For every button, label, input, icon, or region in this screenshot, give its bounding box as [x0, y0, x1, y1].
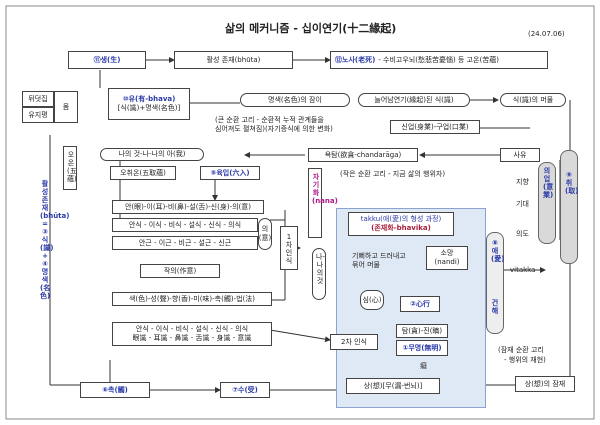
active-existence-node: 활성 존재(bhūta) [174, 51, 293, 69]
craving-label: ⑧애(愛) [491, 239, 505, 263]
sense-organs-row: 안(眼)-이(耳)-비(鼻)-설(舌)-신(身)-의(意) [112, 200, 264, 214]
feeling-node: ⑦수(受) [220, 382, 270, 398]
second-cognition-node: 2차 인식 [330, 334, 378, 350]
first-cognition-node: 1차 인식 [280, 226, 298, 270]
aging-death-node: ⑫노사(老死) - 수비고우뇌(愁悲苦憂惱) 등 고온(苦蘊) [330, 51, 548, 69]
becoming-sub: [식(識)+명색(名色)] [117, 104, 181, 112]
self-making-node: 자기화(nana) [308, 168, 338, 238]
mental-karma-bar: 의업(意業) [538, 162, 556, 244]
craving-formation-title: takku(애(愛)의 형성 과정) (존재화-bhavika) [348, 212, 454, 236]
five-clinging-aggregates-node: 오취온(五取蘊) [110, 166, 176, 180]
sense-faculties-row: 안근 - 이근 - 비근 - 설근 - 신근 [112, 236, 258, 250]
grasping-label: ⑨취(取) [565, 171, 579, 195]
self-other-node: 나의 것-나-나의 아(我) [100, 148, 204, 161]
self-making-label: 자기화(nana) [312, 173, 338, 205]
contact-node: ⑥촉(觸) [80, 382, 150, 398]
intention-label: 의도 [516, 230, 529, 238]
self-mine-label: 나-나의것 [316, 253, 325, 285]
dutjip-label: 뒤덧집 [22, 91, 54, 107]
grasping-bar: ⑨취(取) [560, 150, 578, 264]
consciousness-row-kr: 안식 - 이식 - 비식 - 설식 - 신식 - 의식 [135, 325, 249, 333]
takkul-sub: (존재화-bhavika) [371, 224, 431, 232]
five-aggregates-v-node: 오온(五蘊) [63, 146, 77, 190]
yujipyeong-label: 유지평 [22, 107, 54, 123]
thinking-node: 사유 [500, 148, 540, 162]
five-aggregates-v-label: 오온(五蘊) [67, 151, 77, 183]
aging-death-desc: - 수비고우뇌(愁悲苦憂惱) 등 고온(苦蘊) [378, 55, 499, 64]
delight-node: 소망 (nandi) [426, 246, 468, 270]
sense-consciousness-row: 안식 - 이식 - 비식 - 설식 - 신식 - 의식 [112, 218, 258, 232]
latent-cycle-note: (잠재 순환 고리 [498, 346, 544, 354]
becoming-label: ⑩유(有-bhava) [122, 95, 176, 103]
ignorance-note: 癡 [420, 362, 427, 370]
delight-sub: (nandi) [434, 258, 460, 266]
mind-side-node: 의(意) [258, 218, 272, 250]
six-senses-node: ⑤육입(六入) [200, 166, 260, 180]
self-mine-node: 나-나의것 [312, 248, 326, 300]
dependent-consciousness-node: 늘어남연기(緣起)된 식(識) [358, 93, 470, 107]
aging-death-label: ⑫노사(老死) [335, 55, 376, 64]
big-cycle-note: (큰 순환 고리 - 순환적 누적 관계들을 [215, 116, 324, 124]
greed-hatred-node: 탐(貪)-진(瞋) [396, 324, 448, 338]
big-cycle-note-2: 심어져도 펼쳐짐)(자기증식에 의한 변화) [215, 125, 333, 133]
heart-node: 심(心) [360, 290, 384, 310]
craving-desire-node: 욕탐(欲貪-chandarāga) [308, 148, 418, 162]
sense-objects-row: 색(色)-성(聲)-향(香)-미(味)-촉(觸)-법(法) [112, 292, 272, 306]
date-label: (24.07.06) [528, 30, 565, 38]
small-cycle-note: (작은 순환 고리 - 지금 삶의 행위자) [340, 170, 446, 178]
perception-node: 상(想)[무(漏-번뇌)] [346, 378, 440, 394]
consciousness-row-hanja: 眼識 - 耳識 - 鼻識 - 舌識 - 身識 - 意識 [132, 334, 252, 342]
body-speech-karma-node: 신업(身業)-구업(口業) [390, 120, 480, 134]
page-title: 삶의 메커니즘 - 십이연기(十二緣起) [225, 22, 397, 35]
attention-node: 작의(作意) [140, 264, 220, 278]
aim-label: 지향 [516, 178, 529, 186]
consciousness-abiding-node: 식(識)의 머물 [500, 93, 566, 107]
birth-node: ⑪생(生) [68, 51, 146, 69]
takkul-title: takku(애(愛)의 형성 과정) [360, 215, 442, 223]
perception-latent-node: 상(想)의 잠재 [515, 376, 575, 392]
first-cognition-label: 1차 인식 [285, 233, 293, 265]
shaping-label: 건해 [491, 299, 499, 315]
consciousness-row: 안식 - 이식 - 비식 - 설식 - 신식 - 의식 眼識 - 耳識 - 鼻識… [112, 322, 272, 346]
mental-karma-label: 의업(意業) [543, 167, 554, 199]
latent-cycle-note-2: - 행위의 재현) [504, 356, 546, 364]
delight-label: 소망 [440, 249, 454, 257]
body-node: 몸 [54, 91, 78, 123]
rejoice-label: 기뻐하고 드러내고 [352, 252, 406, 260]
craving-bar: ⑧애(愛) 건해 [486, 232, 504, 334]
becoming-node: ⑩유(有-bhava) [식(識)+명색(名色)] [108, 88, 190, 120]
ignorance-node: ①무명(無明) [396, 340, 448, 356]
name-form-node: 명색(名色)의 잠이 [240, 93, 350, 107]
expectation-label: 기대 [516, 200, 529, 208]
dwell-label: 묶어 머물 [352, 261, 380, 269]
active-existence-vertical: 활성 존재(bhūta) = ③식(識) + ④명색(名色) [40, 180, 70, 300]
mental-formation-node: ②心行 [400, 296, 440, 312]
vitakka-label: vitakka [510, 266, 536, 274]
